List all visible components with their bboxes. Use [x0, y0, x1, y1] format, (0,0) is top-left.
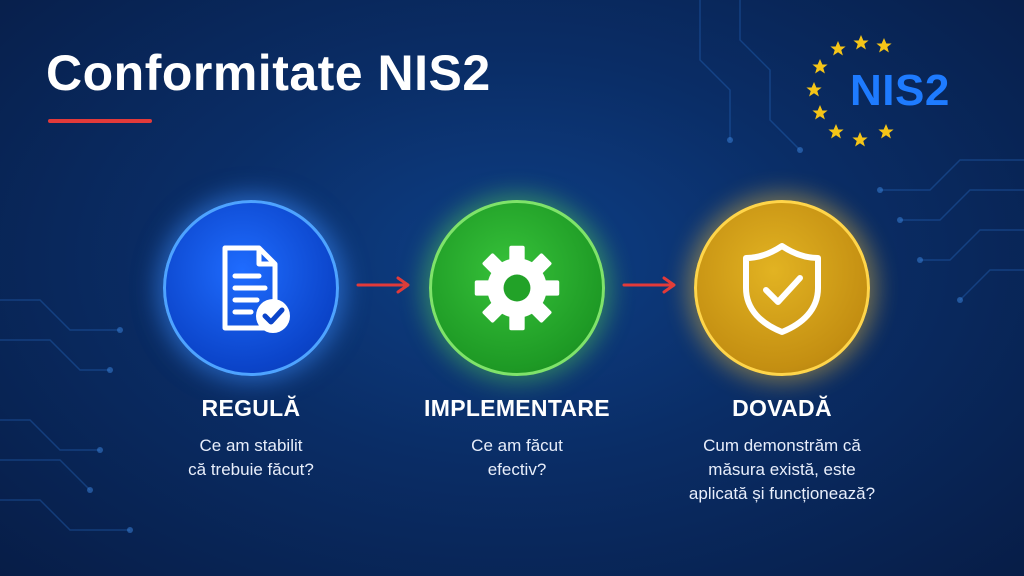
desc-line: măsura există, este	[708, 460, 856, 479]
step-implementation-description: Ce am făcut efectiv?	[377, 434, 657, 482]
gear-icon	[474, 245, 560, 331]
desc-line: Cum demonstrăm că	[703, 436, 861, 455]
step-implementation: IMPLEMENTARE Ce am făcut efectiv?	[377, 200, 657, 482]
step-implementation-label: IMPLEMENTARE	[424, 395, 610, 421]
arrow-right-icon	[622, 276, 676, 294]
arrow-right-icon	[356, 276, 410, 294]
step-evidence-description: Cum demonstrăm că măsura există, este ap…	[642, 434, 922, 506]
step-rule-circle	[163, 200, 339, 376]
step-rule: REGULĂ Ce am stabilit că trebuie făcut?	[111, 200, 391, 482]
step-implementation-circle	[429, 200, 605, 376]
step-rule-description: Ce am stabilit că trebuie făcut?	[111, 434, 391, 482]
desc-line: aplicată și funcționează?	[688, 484, 876, 503]
desc-line: Ce am stabilit	[199, 436, 303, 455]
desc-line: efectiv?	[487, 460, 547, 479]
step-evidence: DOVADĂ Cum demonstrăm că măsura există, …	[642, 200, 922, 506]
desc-line: Ce am făcut	[471, 436, 563, 455]
nis2-logo-text: NIS2	[850, 66, 950, 115]
document-check-icon	[222, 245, 290, 333]
step-rule-label: REGULĂ	[201, 395, 301, 421]
desc-line: că trebuie făcut?	[188, 460, 314, 479]
shield-check-icon	[743, 243, 821, 335]
step-evidence-circle	[694, 200, 870, 376]
step-evidence-label: DOVADĂ	[732, 395, 832, 421]
page-title: Conformitate NIS2	[46, 45, 491, 101]
title-underline	[48, 119, 152, 123]
